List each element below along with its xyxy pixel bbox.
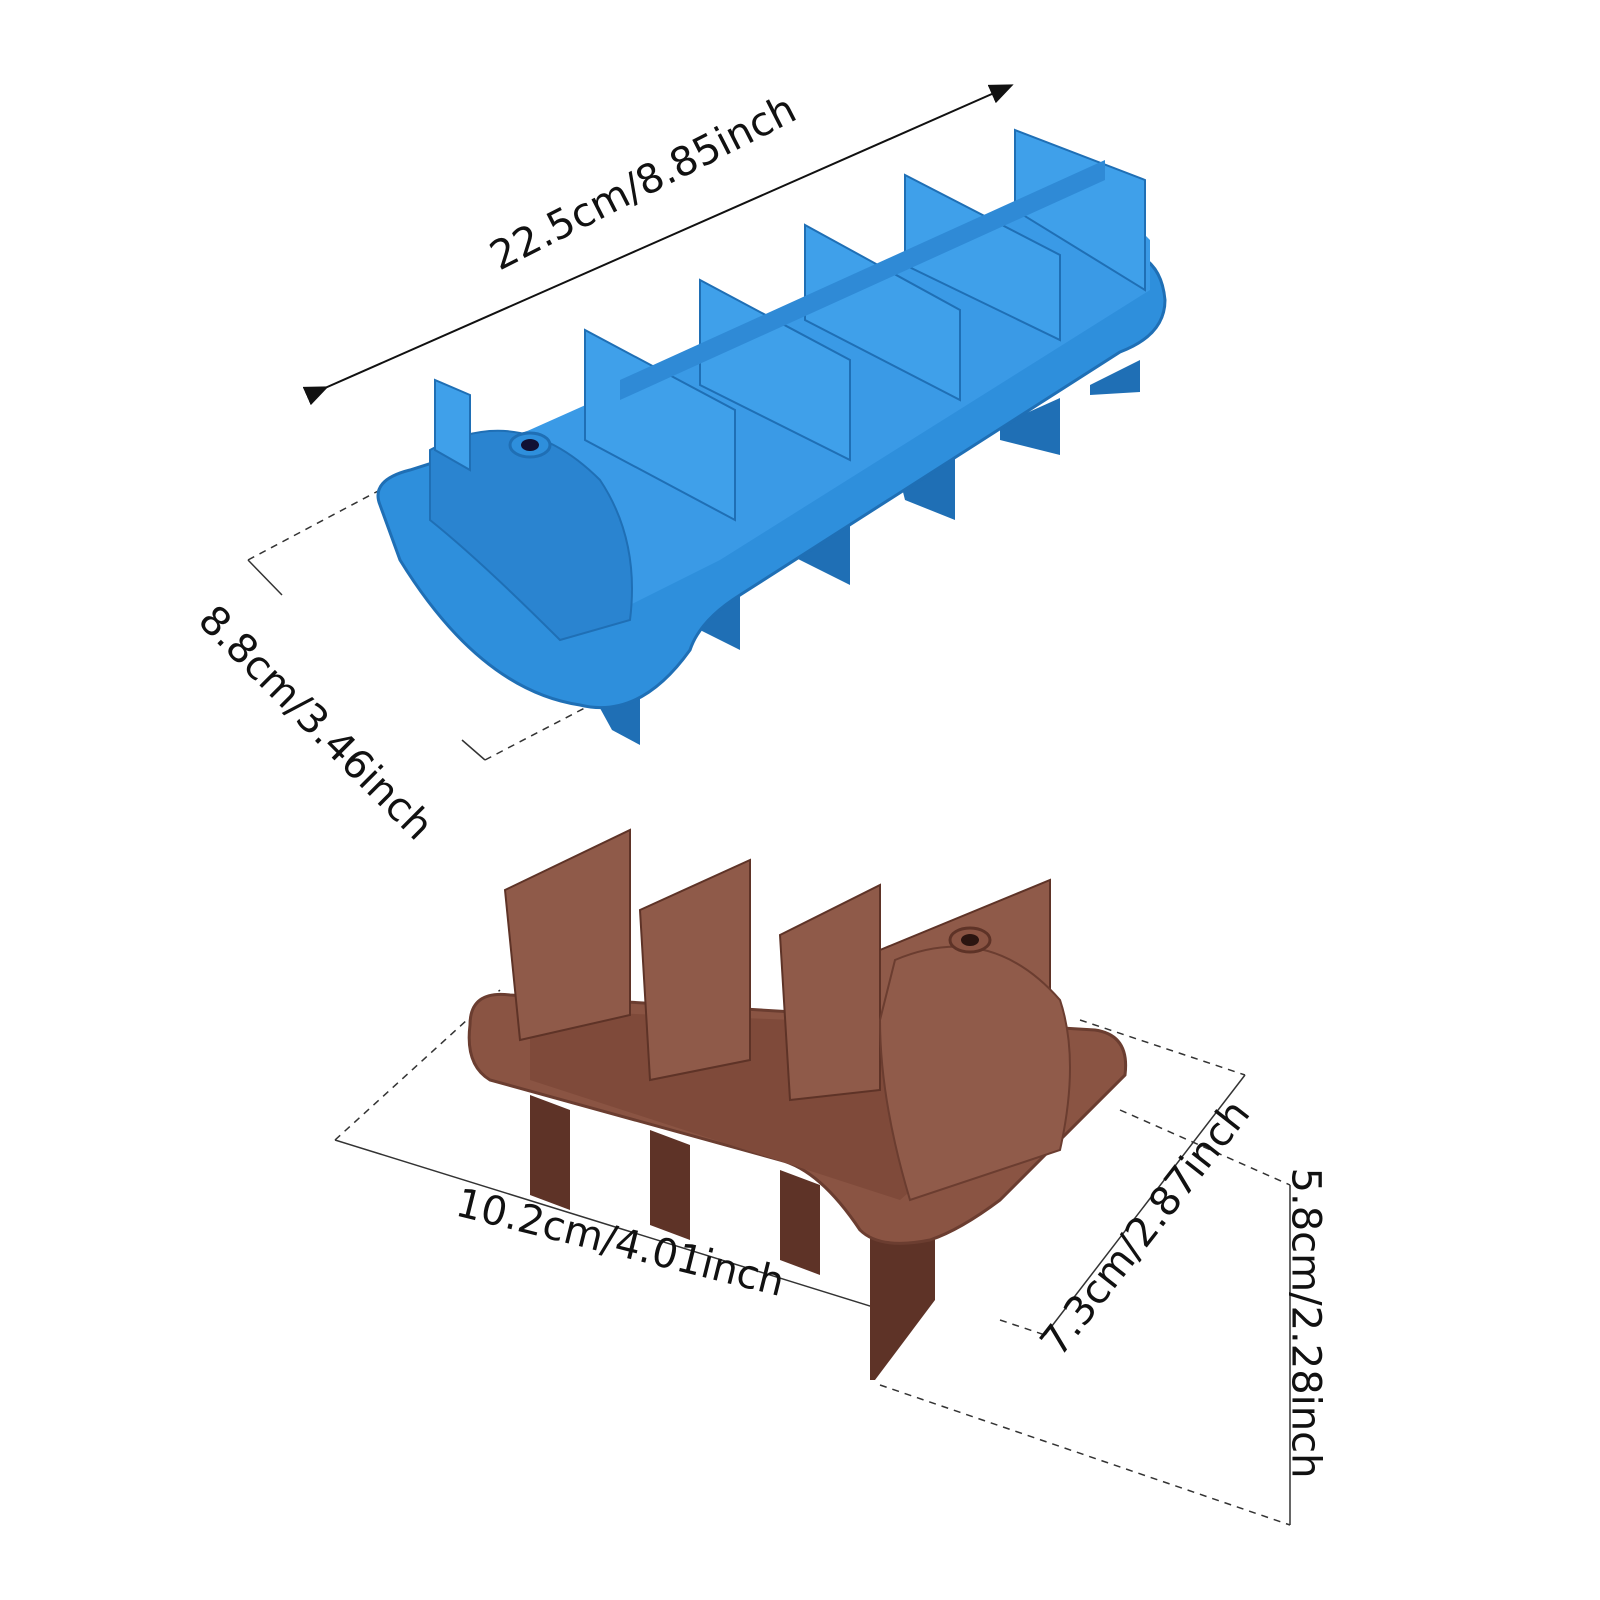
height-label: 5.8cm/2.28inch (1282, 1167, 1329, 1479)
dimension-guides (247, 489, 1291, 1526)
brown-mold (467, 828, 1128, 1380)
length-arrow (302, 84, 1014, 406)
blue-mold (376, 128, 1167, 745)
